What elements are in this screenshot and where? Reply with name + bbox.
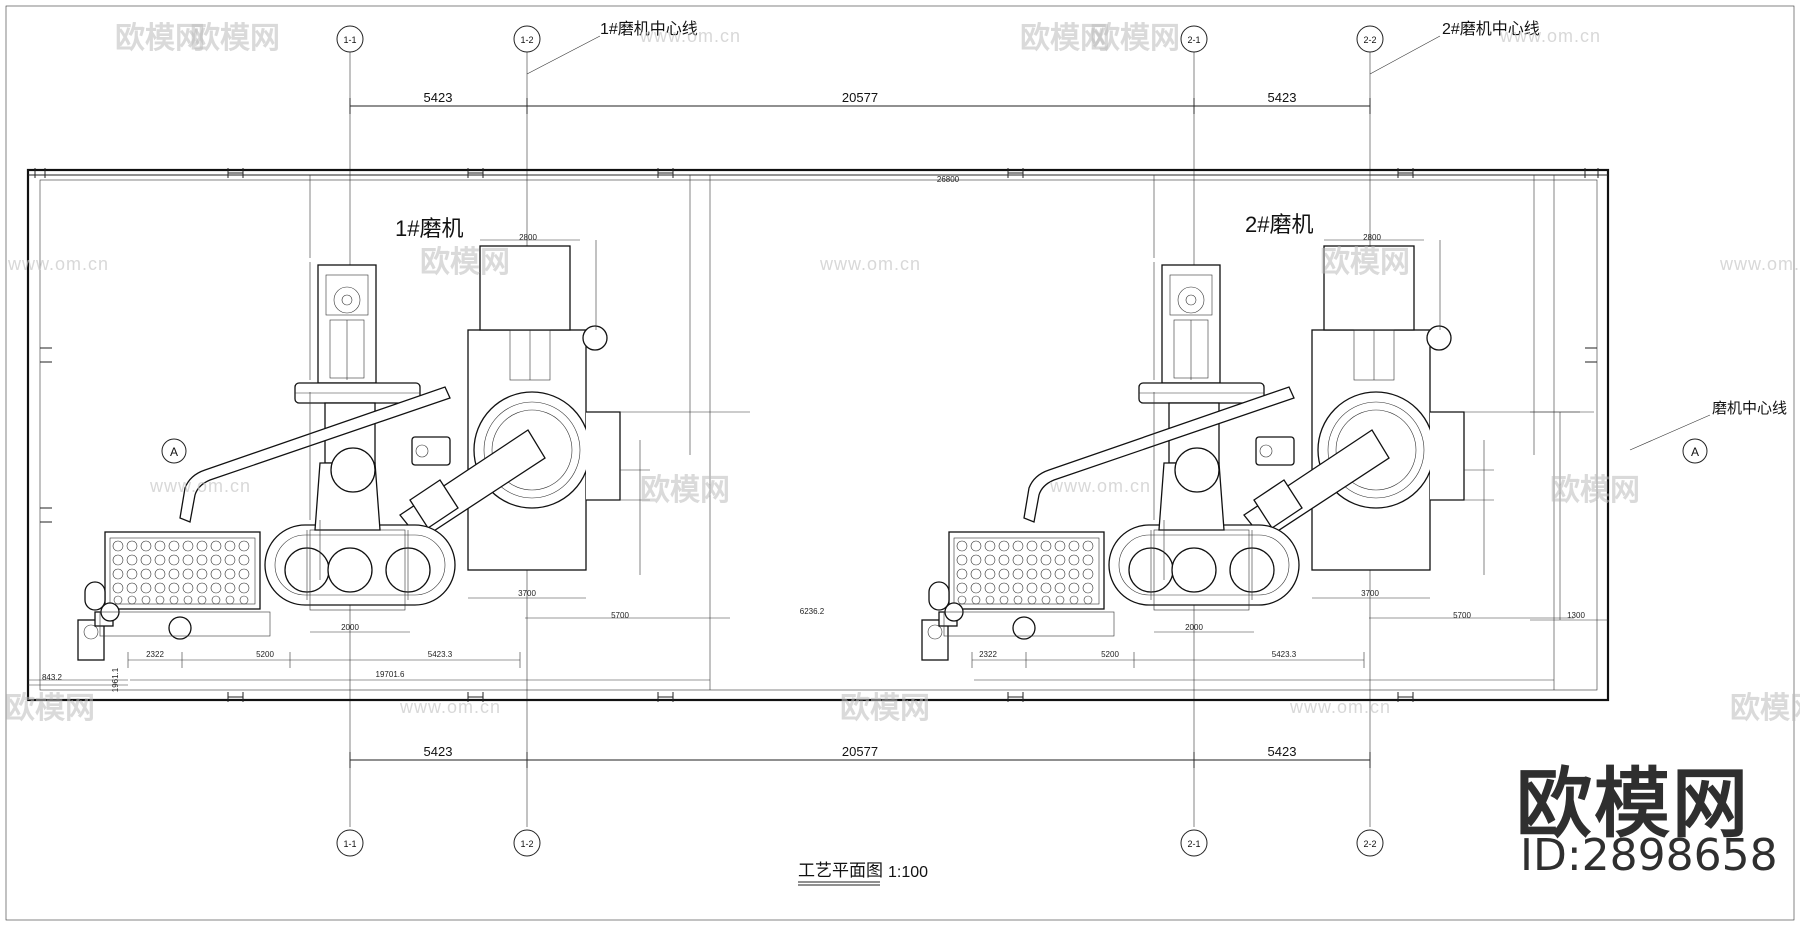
watermark-layer: 欧模网 欧模网 欧模网 欧模网 欧模网 欧模网 欧模网 欧模网 欧模网 欧模网 …: [5, 22, 1800, 725]
svg-text:1300: 1300: [1567, 611, 1585, 620]
axis-bubble-1-2-bottom: 1-2: [513, 829, 541, 857]
svg-text:欧模网: 欧模网: [1320, 246, 1410, 279]
svg-text:www.om.cn: www.om.cn: [7, 254, 109, 274]
bottom-dimension-chain: 5423 20577 5423: [349, 744, 1371, 768]
svg-text:1-2: 1-2: [520, 35, 533, 45]
axis-bubble-2-1-top: 2-1: [1180, 25, 1208, 53]
svg-text:5700: 5700: [1453, 611, 1471, 620]
mill-centerline-label: 磨机中心线: [1712, 400, 1787, 417]
svg-text:www.om.cn: www.om.cn: [1499, 26, 1601, 46]
drawing-title-block: 工艺平面图 1:100: [798, 861, 928, 886]
svg-text:A: A: [170, 445, 178, 459]
overall-width-dim: 26800: [937, 175, 960, 184]
svg-text:2000: 2000: [341, 623, 359, 632]
svg-text:2322: 2322: [979, 650, 997, 659]
svg-text:2-1: 2-1: [1187, 35, 1200, 45]
watermark-url: www.om.cn: [639, 26, 741, 46]
mill2-centerline-leader: [1369, 35, 1441, 75]
mill1-centerline-leader: [526, 35, 601, 75]
svg-text:19701.6: 19701.6: [376, 670, 405, 679]
mill2-centerline-label: 2#磨机中心线: [1442, 20, 1540, 38]
mill-1-label: 1#磨机: [395, 216, 463, 241]
svg-text:欧模网: 欧模网: [190, 22, 280, 55]
svg-text:欧模网: 欧模网: [840, 692, 930, 725]
section-mark-left: A: [161, 438, 187, 464]
svg-text:6236.2: 6236.2: [800, 607, 825, 616]
svg-text:5423.3: 5423.3: [1272, 650, 1297, 659]
axis-bubble-1-1-bottom: 1-1: [336, 829, 364, 857]
axis-bubble-1-2-top: 1-2: [513, 25, 541, 53]
drawing-title: 工艺平面图: [798, 861, 883, 880]
svg-text:2322: 2322: [146, 650, 164, 659]
watermark-brand: 欧模网: [115, 22, 205, 55]
svg-text:欧模网: 欧模网: [1090, 22, 1180, 55]
bottom-dim-3: 5423: [1268, 744, 1297, 759]
svg-text:2-1: 2-1: [1187, 839, 1200, 849]
mill1-centerline-label: 1#磨机中心线: [600, 20, 698, 38]
svg-text:欧模网: 欧模网: [1020, 22, 1110, 55]
svg-text:5200: 5200: [1101, 650, 1119, 659]
bottom-dim-1: 5423: [424, 744, 453, 759]
mill-1-dimensions: 5700 6236.2 3700 2000 2322 5200 5423.3 1…: [42, 233, 825, 692]
svg-text:www.om.cn: www.om.cn: [1049, 476, 1151, 496]
svg-text:www.om.cn: www.om.cn: [1719, 254, 1800, 274]
top-dim-1: 5423: [424, 90, 453, 105]
top-dim-2: 20577: [842, 90, 878, 105]
svg-text:www.om.cn: www.om.cn: [149, 476, 251, 496]
svg-text:欧模网: 欧模网: [1730, 692, 1800, 725]
svg-text:843.2: 843.2: [42, 673, 63, 682]
svg-text:1-2: 1-2: [520, 839, 533, 849]
svg-text:2800: 2800: [1363, 233, 1381, 242]
mill-centerline-leader: [1629, 414, 1711, 451]
svg-text:2000: 2000: [1185, 623, 1203, 632]
svg-text:2800: 2800: [519, 233, 537, 242]
svg-text:2-2: 2-2: [1363, 839, 1376, 849]
axis-bubble-2-2-bottom: 2-2: [1356, 829, 1384, 857]
drawing-scale: 1:100: [888, 864, 928, 881]
svg-text:www.om.cn: www.om.cn: [1289, 697, 1391, 717]
svg-text:欧模网: 欧模网: [420, 246, 510, 279]
axis-bubble-2-1-bottom: 2-1: [1180, 829, 1208, 857]
sheet-border: [5, 5, 1795, 921]
mill-2-label: 2#磨机: [1245, 212, 1313, 237]
svg-text:5423.3: 5423.3: [428, 650, 453, 659]
model-id: ID:2898658: [1520, 830, 1778, 881]
svg-text:1-1: 1-1: [343, 35, 356, 45]
svg-text:1-1: 1-1: [343, 839, 356, 849]
svg-text:欧模网: 欧模网: [640, 474, 730, 507]
axis-bubble-2-2-top: 2-2: [1356, 25, 1384, 53]
mill-1-equipment: [77, 174, 751, 691]
svg-text:欧模网: 欧模网: [5, 692, 95, 725]
svg-text:3700: 3700: [518, 589, 536, 598]
svg-text:A: A: [1691, 445, 1699, 459]
brand-logo: 欧模网: [1516, 759, 1750, 848]
svg-text:3700: 3700: [1361, 589, 1379, 598]
mill-2-equipment: [921, 174, 1595, 691]
svg-text:5700: 5700: [611, 611, 629, 620]
svg-text:1961.1: 1961.1: [111, 667, 120, 692]
svg-text:欧模网: 欧模网: [1550, 474, 1640, 507]
svg-text:2-2: 2-2: [1363, 35, 1376, 45]
mill-2-dimensions: 5700 1300 3700 2000 2322 5200 5423.3 280…: [979, 233, 1585, 659]
section-mark-right: A: [1682, 438, 1708, 464]
svg-text:5200: 5200: [256, 650, 274, 659]
axis-bubble-1-1-top: 1-1: [336, 25, 364, 53]
svg-text:www.om.cn: www.om.cn: [819, 254, 921, 274]
top-dim-3: 5423: [1268, 90, 1297, 105]
bottom-dim-2: 20577: [842, 744, 878, 759]
top-dimension-chain: 5423 20577 5423: [349, 90, 1371, 114]
svg-text:www.om.cn: www.om.cn: [399, 697, 501, 717]
